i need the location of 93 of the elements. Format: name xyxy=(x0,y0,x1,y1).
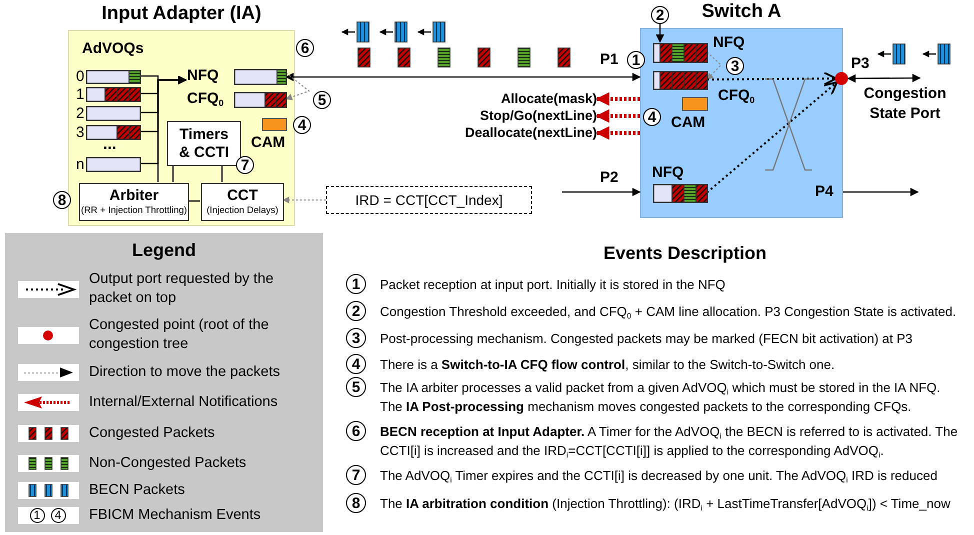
legend-text: Non-Congested Packets xyxy=(89,454,248,473)
legend-text: Direction to move the packets xyxy=(89,363,282,382)
queue-label: NFQ xyxy=(713,34,745,52)
arrow xyxy=(656,24,664,43)
callout-number: 7 xyxy=(236,156,254,174)
connector-line xyxy=(172,165,174,182)
panel-title: Switch A xyxy=(702,1,782,23)
event-text: The IA arbitration condition (Injection Throttling): (IRD$_{i}$ + LastTimeTransfer[AdVOQ$_{i}$]) < Time_now xyxy=(380,494,952,512)
callout-number: 1 xyxy=(627,51,645,69)
queue-label: NFQ xyxy=(187,67,219,84)
queue-label: 1 xyxy=(76,86,84,104)
queue-bar xyxy=(653,43,708,63)
callout-number: 7 xyxy=(346,465,366,485)
dotted-arrow xyxy=(282,196,326,204)
queue-label: NFQ xyxy=(652,164,684,182)
legend-text: Congested point (root of the congestion tree xyxy=(89,316,270,354)
event-text: Packet reception at input port. Initially it is stored in the NFQ xyxy=(380,276,726,294)
arbiter-box xyxy=(79,183,189,221)
box-title: Arbiter xyxy=(109,187,159,206)
dotted-arrow xyxy=(596,126,640,140)
port-label: P3 xyxy=(851,55,870,72)
queue-bar xyxy=(86,125,141,140)
formula-box xyxy=(326,186,532,214)
congestion-point xyxy=(835,72,848,85)
queue-label: n xyxy=(76,156,84,174)
port-caption: Congestion State Port xyxy=(846,78,964,124)
queue-label: CFQ$_{0}$ xyxy=(187,90,224,108)
queue-label: CFQ$_{0}$ xyxy=(718,87,755,104)
port-label: P2 xyxy=(600,169,618,186)
callout-number: 8 xyxy=(53,191,71,209)
dotted-arrow xyxy=(706,52,722,80)
dotted-arrow xyxy=(596,92,640,106)
legend-title: Legend xyxy=(130,240,197,260)
box-subtitle: (Injection Delays) xyxy=(206,205,278,217)
queue-label: 0 xyxy=(76,68,84,86)
queue-bar xyxy=(653,71,708,90)
box-title: Timers & CCTI xyxy=(178,126,230,162)
port-label: P1 xyxy=(600,51,618,68)
cam-block xyxy=(682,97,708,111)
arrow xyxy=(562,188,641,196)
queue-label: CAM xyxy=(671,114,706,132)
legend-text: Internal/External Notifications xyxy=(89,393,279,412)
queue-label: CAM xyxy=(251,134,286,152)
connector-line xyxy=(188,200,200,202)
callout-number: 4 xyxy=(643,108,661,126)
group-label: AdVOQs xyxy=(82,40,144,58)
port-label: P4 xyxy=(815,183,834,200)
event-text: There is a Switch-to-IA CFQ flow control, similar to the Switch-to-Switch one. xyxy=(380,356,836,374)
callout-number: 8 xyxy=(346,493,366,513)
queue-bar xyxy=(653,184,708,203)
callout-number: 6 xyxy=(346,421,366,441)
callout-number: 5 xyxy=(313,91,331,109)
box-title: CCT xyxy=(227,187,258,206)
queue-bar xyxy=(86,87,141,102)
queue-bar xyxy=(86,70,141,84)
cam-block xyxy=(262,118,287,131)
queue-bar xyxy=(86,157,141,172)
timers-box xyxy=(167,121,241,166)
arrow xyxy=(157,76,187,182)
callout-number: 6 xyxy=(296,39,314,57)
event-text: BECN reception at Input Adapter. A Timer for the AdVOQ$_{i}$ the BECN is referred to is activated. The CCTI[i] is increased and the IRD$_{i}$=CCT[CCTI[i]] is applied to the corresponding AdVOQ$_{i}$. xyxy=(380,422,959,460)
queue-label: 3 xyxy=(76,124,84,142)
notification-label: Allocate(mask) xyxy=(437,91,597,107)
event-text: The IA arbiter processes a valid packet from a given AdVOQ$_{i}$ which must be stored in the IA NFQ. The IA Post-processing mechanism moves congested packets to the corresponding CFQs. xyxy=(380,378,942,416)
callout-number: 1 xyxy=(346,274,366,294)
event-text: Post-processing mechanism. Congested packets may be marked (FECN bit activation) at P3 xyxy=(380,330,914,348)
callout-number: 2 xyxy=(651,6,669,24)
queue-label: 2 xyxy=(76,105,84,122)
callout-number: 5 xyxy=(346,377,366,397)
callout-number: 2 xyxy=(346,301,366,321)
event-text: Congestion Threshold exceeded, and CFQ$_{0}$ + CAM line allocation. P3 Congestion State is activated. xyxy=(380,302,958,320)
arrow xyxy=(843,188,919,196)
panel-title: Input Adapter (IA) xyxy=(102,3,262,25)
legend-text: FBICM Mechanism Events xyxy=(89,506,262,525)
callout-number: 4 xyxy=(293,116,311,134)
callout-number: 3 xyxy=(346,328,366,348)
arrow xyxy=(847,74,921,83)
notification-label: Deallocate(nextLine) xyxy=(437,125,597,141)
section-title: Events Description xyxy=(602,243,768,263)
legend-text: BECN Packets xyxy=(89,481,186,500)
formula-text: IRD = CCT[CCT_Index] xyxy=(355,192,503,208)
connector-line xyxy=(221,165,223,182)
cct-box xyxy=(201,183,284,221)
event-text: The AdVOQ$_{i}$ Timer expires and the CCTI[i] is decreased by one unit. The AdVOQ$_{i}$ IRD is reduced xyxy=(380,466,938,484)
box-subtitle: (RR + Injection Throttling) xyxy=(81,205,188,217)
legend-text: Congested Packets xyxy=(89,424,216,443)
callout-number: 3 xyxy=(726,57,744,75)
queue-bar xyxy=(86,106,141,121)
ellipsis: ... xyxy=(103,136,116,154)
callout-number: 4 xyxy=(346,354,366,374)
notification-label: Stop/Go(nextLine) xyxy=(437,108,597,124)
dotted-arrow xyxy=(596,109,640,123)
legend-text: Output port requested by the packet on top xyxy=(89,270,275,308)
